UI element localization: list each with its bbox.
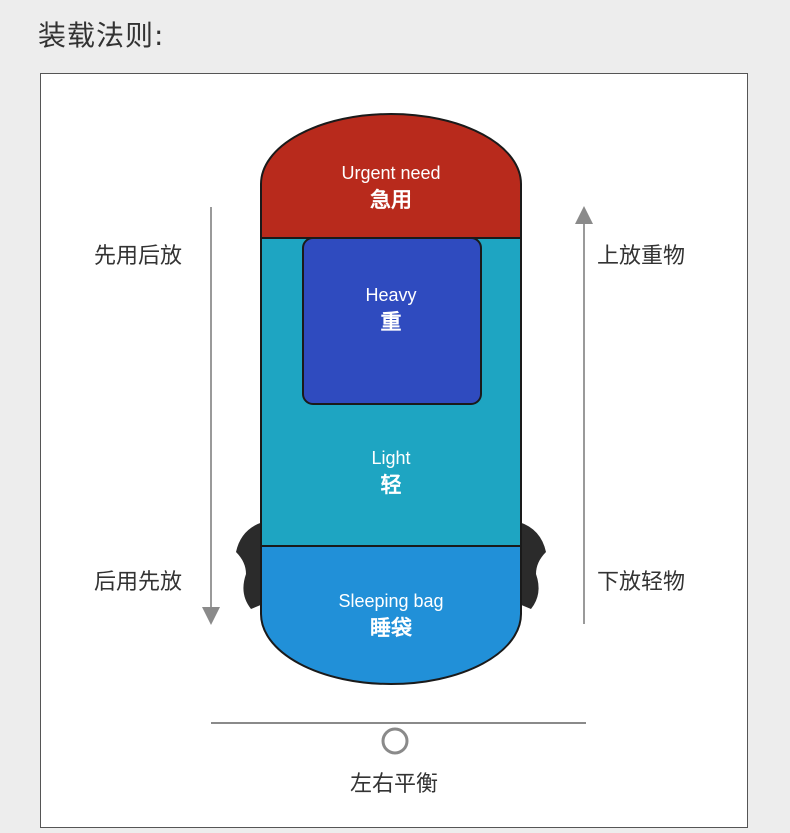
backpack-strap-right — [519, 522, 546, 609]
zone-sleeping-en: Sleeping bag — [261, 589, 521, 613]
right-bottom-label: 下放轻物 — [597, 564, 685, 596]
left-bottom-label: 后用先放 — [94, 564, 182, 596]
arrow-down-icon — [202, 207, 220, 625]
balance-label: 左右平衡 — [41, 766, 747, 798]
left-top-label: 先用后放 — [94, 238, 182, 270]
right-top-label: 上放重物 — [597, 238, 685, 270]
zone-light-en: Light — [261, 446, 521, 470]
zone-sleeping-label: Sleeping bag 睡袋 — [261, 589, 521, 643]
zone-light-zh: 轻 — [261, 470, 521, 500]
zone-light-label: Light 轻 — [261, 446, 521, 500]
balance-pivot-icon — [383, 729, 407, 753]
zone-urgent-label: Urgent need 急用 — [261, 161, 521, 215]
zone-heavy-zh: 重 — [261, 307, 521, 337]
page-title: 装载法则: — [38, 14, 164, 54]
zone-urgent-zh: 急用 — [261, 185, 521, 215]
zone-heavy-en: Heavy — [261, 283, 521, 307]
backpack-strap-left — [236, 522, 263, 609]
loading-rules-diagram: Urgent need 急用 Heavy 重 Light 轻 Sleeping … — [40, 73, 748, 828]
arrow-up-icon — [575, 206, 593, 624]
zone-heavy-label: Heavy 重 — [261, 283, 521, 337]
zone-sleeping-zh: 睡袋 — [261, 613, 521, 643]
zone-urgent-en: Urgent need — [261, 161, 521, 185]
